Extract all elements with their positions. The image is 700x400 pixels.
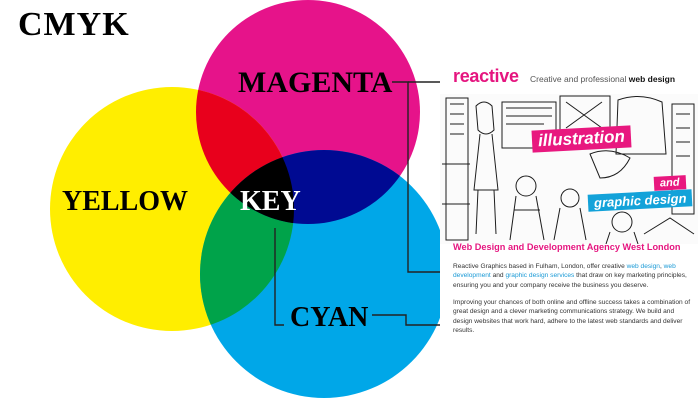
hero-illustration: [440, 94, 698, 244]
connector-cyan: [372, 314, 440, 326]
site-tagline: Creative and professional web design: [530, 74, 676, 84]
key-overlap: [200, 150, 294, 224]
connector-key: [274, 228, 284, 326]
connector-magenta: [392, 81, 440, 273]
and-banner: and: [653, 175, 686, 191]
web-development-link[interactable]: web development: [453, 263, 676, 280]
red-overlap: [196, 87, 294, 224]
site-header: reactive Creative and professional web d…: [440, 62, 698, 94]
magenta-label: MAGENTA: [238, 66, 393, 99]
intro-paragraph: Reactive Graphics based in Fulham, Londo…: [453, 263, 687, 289]
yellow-label: YELLOW: [62, 186, 189, 217]
page-title: CMYK: [18, 6, 130, 43]
site-heading: Web Design and Development Agency West L…: [453, 242, 681, 252]
graphic-design-services-link[interactable]: graphic design services: [505, 272, 575, 280]
key-label: KEY: [240, 186, 301, 217]
cyan-label: CYAN: [290, 302, 369, 333]
site-logo[interactable]: reactive: [453, 66, 519, 86]
second-paragraph: Improving your chances of both online an…: [453, 299, 691, 335]
web-design-link[interactable]: web design: [626, 263, 660, 270]
website-screenshot: reactive Creative and professional web d…: [440, 62, 698, 362]
